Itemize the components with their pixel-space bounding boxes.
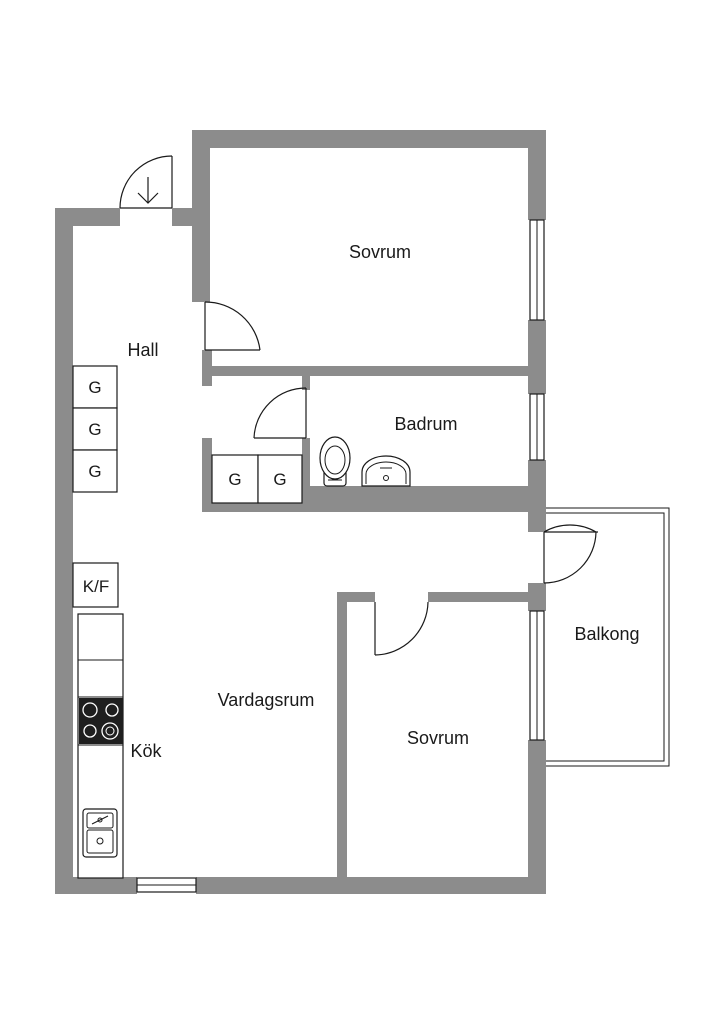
entry-arrow-icon: [137, 177, 159, 204]
entry-door: [119, 155, 173, 209]
toilet-icon: [319, 436, 351, 487]
room-label-living-room: Vardagsrum: [218, 690, 315, 710]
wall-top: [192, 130, 546, 148]
room-label-bathroom: Badrum: [394, 414, 457, 434]
fridge-freezer: K/F: [72, 562, 119, 608]
storage-cabinet-2: [257, 454, 303, 504]
wall-lower-bedroom-left: [337, 592, 347, 882]
doors: [119, 155, 598, 656]
hall-cabinets: G G G: [72, 365, 118, 493]
hall-cabinet-3: [72, 449, 118, 493]
hall-cabinet-label: G: [88, 462, 101, 481]
wall-hall-top-right: [172, 208, 210, 226]
wall-storage-left: [202, 438, 212, 512]
storage-cabinet-label: G: [273, 470, 286, 489]
bathroom-door: [253, 387, 307, 439]
wall-right-1: [528, 130, 546, 220]
wall-right-5: [528, 740, 546, 894]
windows: [136, 219, 545, 893]
wall-left: [55, 208, 73, 894]
wall-lower-bedroom-top-right: [428, 592, 538, 602]
hall-cabinet-label: G: [88, 378, 101, 397]
storage-cabinets: G G: [211, 454, 303, 504]
wall-bottom-right: [196, 877, 546, 894]
bedroom-door-lower: [374, 601, 429, 656]
interior-walls: [202, 350, 538, 882]
room-label-kitchen: Kök: [130, 741, 162, 761]
wall-bottom-left: [55, 877, 137, 894]
room-label-balcony: Balkong: [574, 624, 639, 644]
hall-cabinet-label: G: [88, 420, 101, 439]
wall-bath-stub: [302, 376, 310, 390]
bedroom-door-upper: [204, 301, 261, 351]
storage-cabinet-label: G: [228, 470, 241, 489]
window-lower-bedroom: [529, 610, 545, 741]
hall-cabinet-2: [72, 407, 118, 451]
room-label-bedroom-upper: Sovrum: [349, 242, 411, 262]
storage-cabinet-1: [211, 454, 259, 504]
wall-bedroom-bath: [202, 366, 538, 376]
kitchen-sink-icon: [82, 808, 118, 858]
stove-icon: [79, 698, 123, 744]
wall-lower-bedroom-top-left: [337, 592, 375, 602]
sink-icon: [361, 455, 411, 487]
room-label-hall: Hall: [127, 340, 158, 360]
window-kitchen: [136, 877, 197, 893]
room-label-bedroom-lower: Sovrum: [407, 728, 469, 748]
window-upper-bedroom: [529, 219, 545, 321]
wall-right-2: [528, 320, 546, 394]
window-bathroom: [529, 393, 545, 461]
hall-cabinet-1: [72, 365, 118, 409]
exterior-walls: [55, 130, 546, 894]
balcony-door: [543, 524, 598, 584]
fridge-label: K/F: [83, 577, 109, 596]
wall-storage-divider: [302, 438, 310, 512]
wall-hall-stub: [202, 350, 212, 386]
